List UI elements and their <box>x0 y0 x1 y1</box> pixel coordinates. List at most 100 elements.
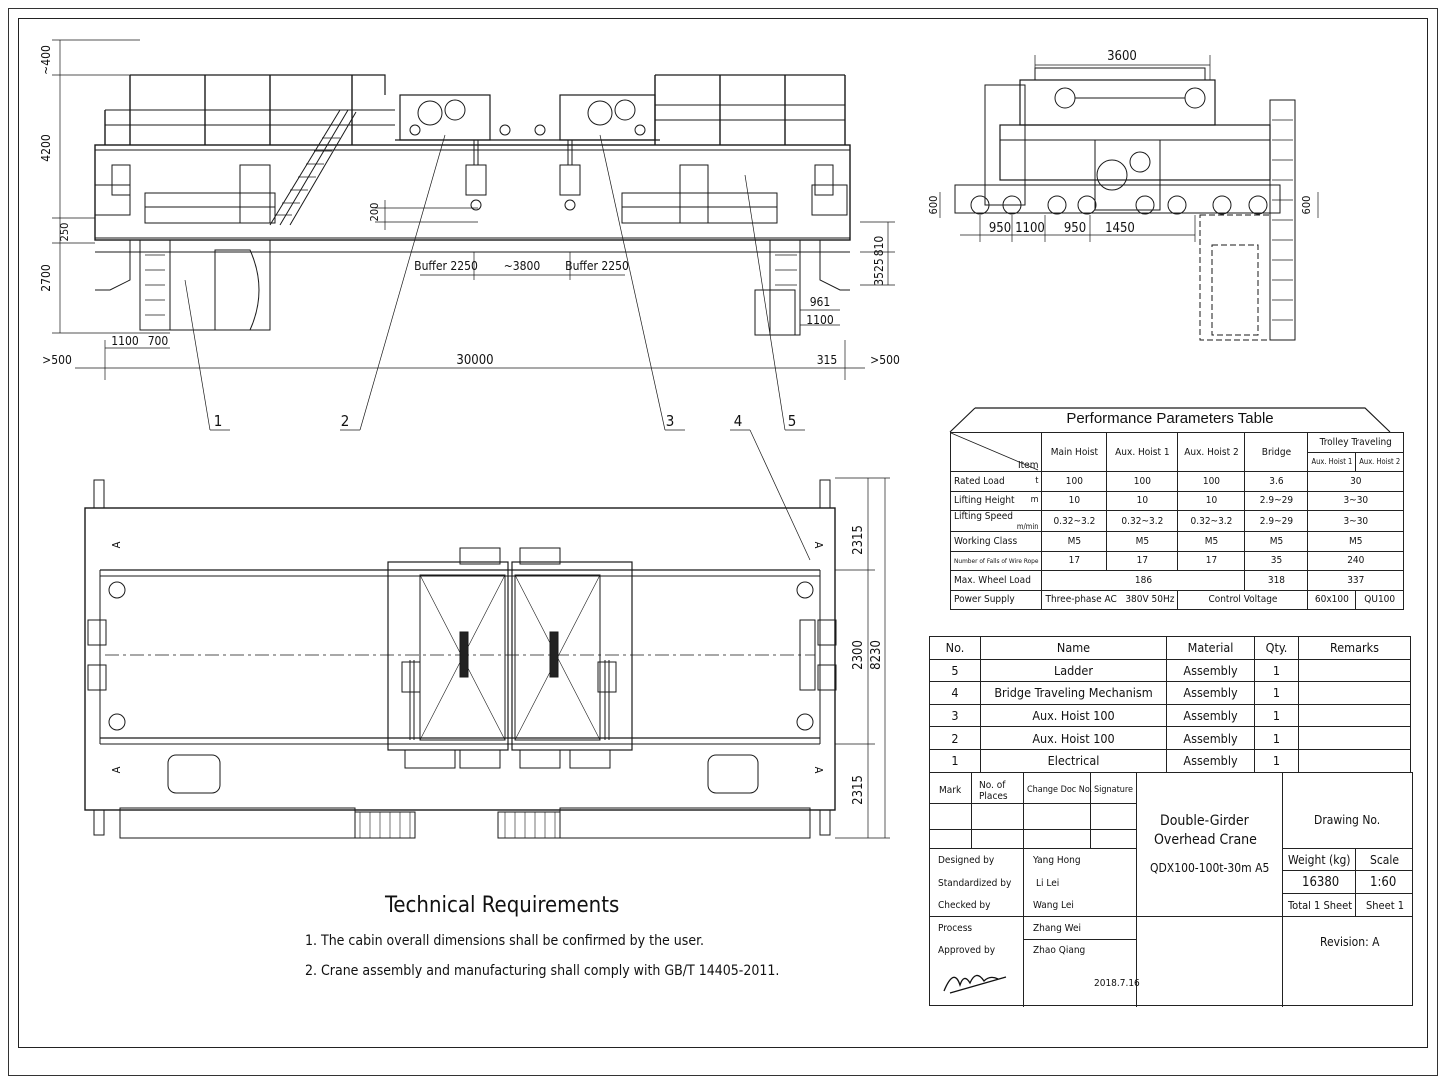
parts-material: Assembly <box>1166 658 1255 683</box>
front-view: ~400 4200 250 2700 200 Buffer 2250 ~3800… <box>39 39 900 561</box>
tb-designed-label: Designed by <box>938 855 995 866</box>
tech-requirement-item: 2. Crane assembly and manufacturing shal… <box>305 963 780 979</box>
parts-remarks <box>1298 748 1411 773</box>
parts-row: 2 Aux. Hoist 100 Assembly 1 <box>929 726 1411 750</box>
tb-change-doc: Change Doc No. <box>1027 785 1093 795</box>
side-dim-1100: 1100 <box>1015 221 1045 236</box>
parts-name: Aux. Hoist 100 <box>980 703 1167 728</box>
parts-header: Material <box>1166 636 1255 660</box>
tb-standardized: Li Lei <box>1036 878 1060 889</box>
perf-cell: Control Voltage <box>1177 589 1309 610</box>
tb-total-sheets: Total 1 Sheet <box>1288 899 1353 912</box>
parts-qty: 1 <box>1254 748 1299 773</box>
perf-header-row: Item Main Hoist Aux. Hoist 1 Aux. Hoist … <box>949 432 1405 472</box>
drawing-frame-outer <box>8 8 1438 1076</box>
side-dim-950b: 950 <box>1064 221 1086 236</box>
dim-height-lower: 2700 <box>39 264 53 292</box>
perf-row: Power Supply Three-phase AC 380V 50Hz Co… <box>949 589 1405 610</box>
perf-cell: 10 <box>1177 490 1246 511</box>
dim-left-1100: 1100 <box>111 334 139 348</box>
performance-table-title: Performance Parameters Table <box>1066 410 1274 427</box>
drawing-frame-inner <box>18 18 1428 1048</box>
tb-process: Zhang Wei <box>1033 923 1081 934</box>
dim-right-961: 961 <box>810 295 831 309</box>
perf-row-label: Number of Falls of Wire Rope <box>949 550 1043 571</box>
tb-designed: Yang Hong <box>1033 855 1081 866</box>
plan-dim-bottom: 2315 <box>851 775 866 805</box>
parts-no: 4 <box>929 681 981 705</box>
parts-header: Name <box>980 636 1167 660</box>
parts-no: 2 <box>929 726 981 750</box>
perf-cell: 3~30 <box>1307 490 1405 511</box>
perf-cell: 3.6 <box>1244 471 1309 492</box>
perf-header-item: Item <box>949 432 1043 472</box>
side-dim-width: 3600 <box>1107 49 1137 64</box>
perf-row-label: Max. Wheel Load <box>949 570 1043 591</box>
section-mark-2: A <box>812 542 825 549</box>
balloon-3: 3 <box>666 412 675 430</box>
parts-remarks <box>1298 726 1411 750</box>
parts-name: Aux. Hoist 100 <box>980 726 1167 750</box>
side-dim-950a: 950 <box>989 221 1011 236</box>
parts-row: 4 Bridge Traveling Mechanism Assembly 1 <box>929 681 1411 705</box>
perf-header-main: Main Hoist <box>1041 432 1108 472</box>
tb-model: QDX100-100t-30m A5 <box>1150 861 1270 875</box>
perf-row-unit: m/min <box>1016 522 1039 531</box>
perf-cell: 35 <box>1244 550 1309 571</box>
perf-cell: 3~30 <box>1307 510 1405 532</box>
parts-remarks <box>1298 681 1411 705</box>
perf-cell: 10 <box>1041 490 1108 511</box>
section-mark-3: A <box>110 766 123 773</box>
parts-remarks <box>1298 703 1411 728</box>
perf-row: Working Class M5 M5 M5 M5 M5 <box>949 531 1405 552</box>
parts-qty: 1 <box>1254 658 1299 683</box>
perf-cell: 0.32~3.2 <box>1106 510 1179 532</box>
perf-cell: 100 <box>1177 471 1246 492</box>
tb-process-label: Process <box>938 923 973 934</box>
tb-sheet: Sheet 1 <box>1366 899 1405 912</box>
plan-dim-middle: 2300 <box>851 640 866 670</box>
tb-name-line2: Overhead Crane <box>1154 832 1257 848</box>
perf-cell: M5 <box>1307 531 1405 552</box>
parts-name: Bridge Traveling Mechanism <box>980 681 1167 705</box>
parts-no: 5 <box>929 658 981 683</box>
perf-header-trolley-aux1: Aux. Hoist 1 <box>1307 451 1357 472</box>
side-view: 3600 600 600 950 1100 950 1450 <box>927 49 1319 341</box>
perf-cell: 17 <box>1177 550 1246 571</box>
perf-cell: 2.9~29 <box>1244 510 1309 532</box>
parts-no: 1 <box>929 748 981 773</box>
parts-header: Qty. <box>1254 636 1299 660</box>
parts-header: No. <box>929 636 981 660</box>
dim-buffer-left: Buffer 2250 <box>414 259 478 273</box>
tech-requirements-title: Technical Requirements <box>385 893 620 918</box>
perf-cell: 17 <box>1106 550 1179 571</box>
perf-row: Number of Falls of Wire Rope 17 17 17 35… <box>949 550 1405 571</box>
perf-row-label: Lifting Height <box>954 495 1015 507</box>
parts-list: No. Name Material Qty. Remarks 5 Ladder … <box>929 636 1411 773</box>
dim-end-315: 315 <box>817 353 838 367</box>
dim-hook-span: ~3800 <box>504 259 541 273</box>
tech-requirement-item: 1. The cabin overall dimensions shall be… <box>305 933 704 949</box>
perf-header-bridge: Bridge <box>1244 432 1309 472</box>
perf-cell: M5 <box>1041 531 1108 552</box>
tb-standardized-label: Standardized by <box>938 878 1012 889</box>
dim-height-upper: 4200 <box>39 134 53 162</box>
perf-row-unit: t <box>1035 475 1039 486</box>
perf-cell: 0.32~3.2 <box>1177 510 1246 532</box>
perf-cell: 60x100 <box>1307 589 1357 610</box>
parts-material: Assembly <box>1166 726 1255 750</box>
dim-clear-right: >500 <box>870 353 900 367</box>
side-dim-1450: 1450 <box>1105 221 1135 236</box>
dim-hook-gap: 200 <box>368 203 381 222</box>
perf-title-frame <box>975 407 1391 433</box>
parts-remarks <box>1298 658 1411 683</box>
balloon-2: 2 <box>341 412 350 430</box>
parts-row: 1 Electrical Assembly 1 <box>929 748 1411 773</box>
tb-signature: Signature <box>1094 785 1134 795</box>
dim-span: 30000 <box>456 353 493 368</box>
balloon-5: 5 <box>788 412 797 430</box>
tb-approved: Zhao Qiang <box>1033 945 1086 956</box>
